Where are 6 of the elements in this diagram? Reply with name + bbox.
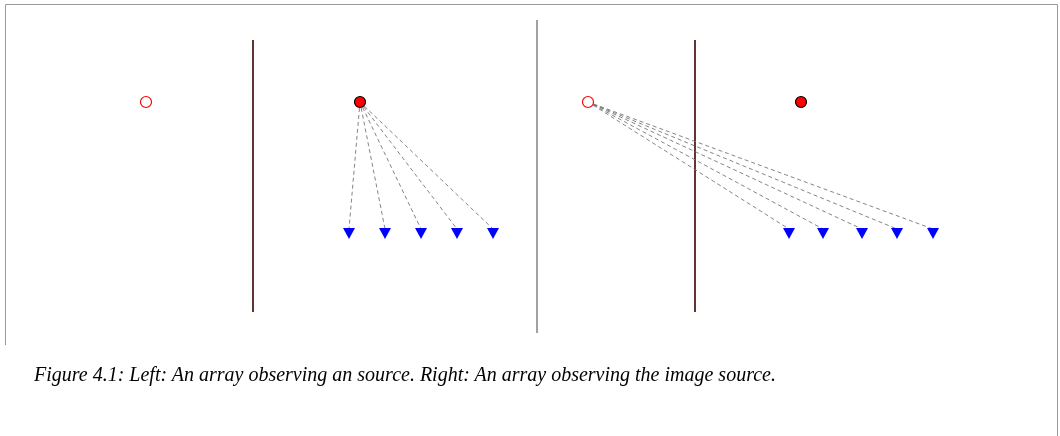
- ray-line: [362, 106, 422, 230]
- figure-caption: Figure 4.1: Left: An array observing an source. Right: An array observing the image source.: [34, 362, 777, 388]
- ray-line: [363, 105, 494, 230]
- ray-line: [360, 107, 386, 230]
- ray-line: [348, 107, 360, 230]
- ray-line: [363, 106, 458, 230]
